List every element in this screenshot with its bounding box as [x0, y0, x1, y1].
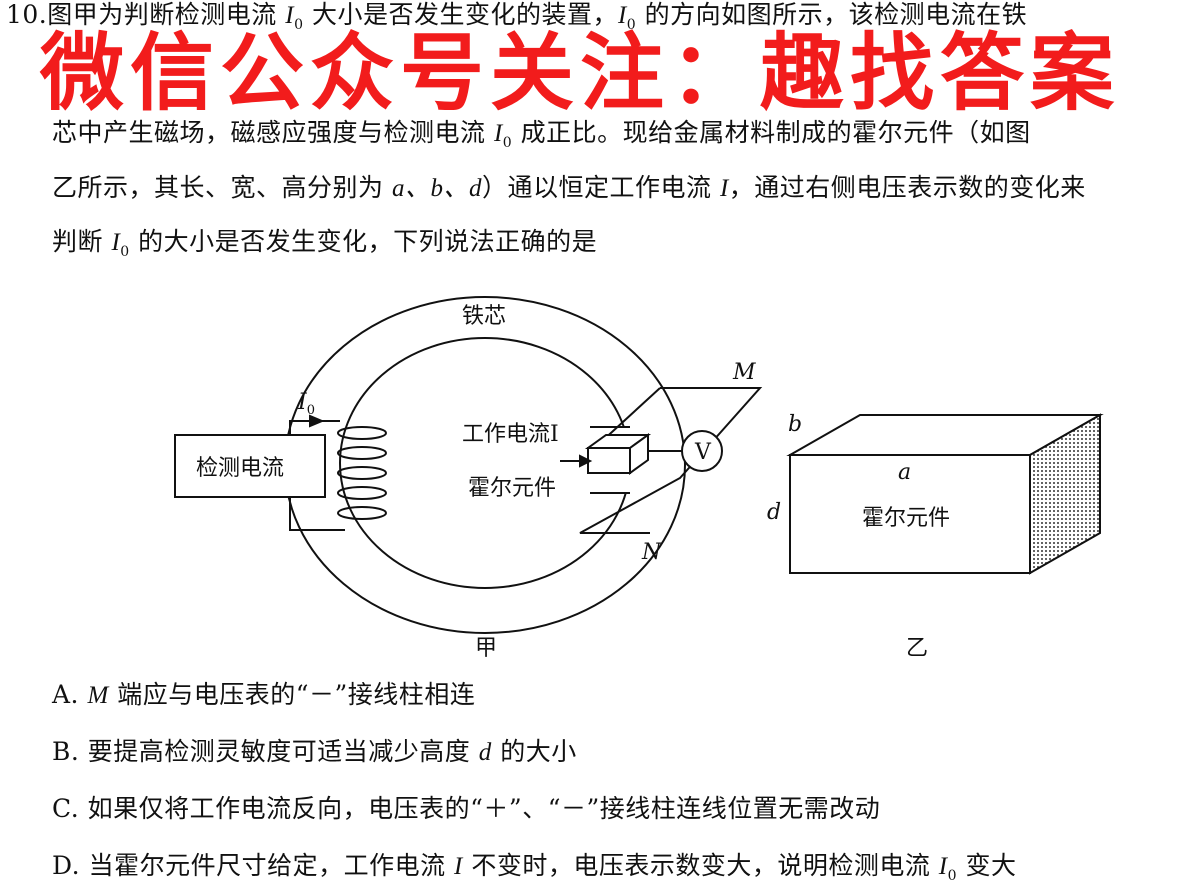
current-letter: I [297, 390, 308, 415]
hall-block-front [789, 454, 1031, 574]
a-label: a [898, 460, 911, 485]
watermark: 微信公众号关注：趣找答案 [40, 24, 1121, 122]
hall-element-small [587, 447, 631, 474]
question-line-4: 判断 I0 的大小是否发生变化，下列说法正确的是 [52, 227, 598, 260]
box-label: 检测电流 [196, 456, 284, 481]
question-line-3: 乙所示，其长、宽、高分别为 a、b、d）通以恒定工作电流 I，通过右侧电压表示数… [52, 173, 1086, 202]
coil [337, 426, 387, 520]
hall-plate [579, 387, 763, 534]
option-a: A. M 端应与电压表的“－”接线柱相连 [52, 680, 476, 709]
M-label: M [732, 360, 756, 385]
caption-jia: 甲 [475, 636, 497, 661]
figure-yi [786, 413, 1104, 575]
b-label: b [788, 412, 802, 437]
current-label: I0 [297, 390, 315, 418]
question-line-2: 芯中产生磁场，磁感应强度与检测电流 I0 成正比。现给金属材料制成的霍尔元件（如… [52, 118, 1031, 151]
option-d: D. 当霍尔元件尺寸给定，工作电流 I 不变时，电压表示数变大，说明检测电流 I… [52, 851, 1017, 884]
figure-jia [174, 296, 763, 634]
caption-yi: 乙 [906, 636, 928, 661]
voltmeter-label: V [694, 440, 712, 465]
voltmeter [681, 430, 723, 472]
work-current-label: 工作电流I [462, 422, 559, 447]
d-label: d [767, 500, 781, 525]
core-label: 铁芯 [462, 304, 506, 329]
current-sub: 0 [307, 403, 315, 418]
hall-label-jia: 霍尔元件 [468, 476, 556, 501]
N-label: N [641, 540, 662, 565]
option-b: B. 要提高检测灵敏度可适当减少高度 d 的大小 [52, 737, 577, 766]
question-line-1: 10.图甲为判断检测电流 I0 大小是否发生变化的装置，I0 的方向如图所示，该… [6, 0, 1028, 33]
hall-label-yi: 霍尔元件 [862, 506, 950, 531]
detect-current-box [174, 434, 326, 498]
option-c: C. 如果仅将工作电流反向，电压表的“＋”、“－”接线柱连线位置无需改动 [52, 794, 881, 823]
